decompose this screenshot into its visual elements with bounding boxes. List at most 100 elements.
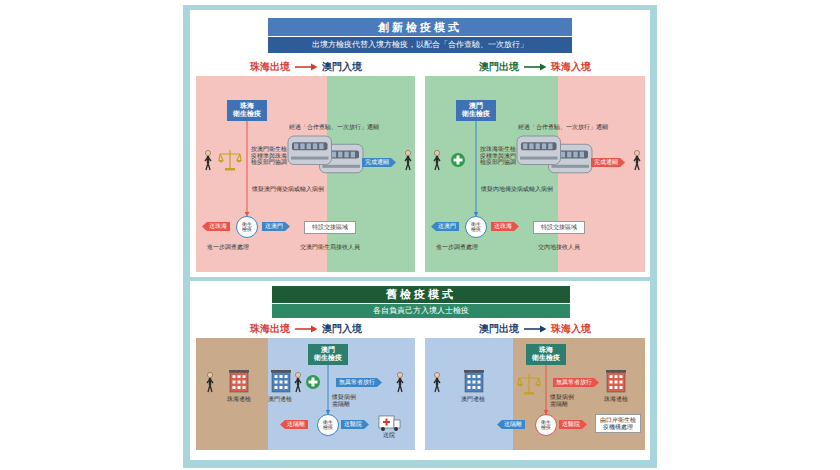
arrow-fill	[491, 222, 519, 231]
cross-bar	[457, 156, 460, 165]
train-icon	[517, 136, 592, 173]
ambulance-cab	[394, 420, 400, 428]
scales-base	[524, 392, 534, 395]
person-limbs	[207, 379, 213, 392]
edge-label: 懷疑澳門傳染病或輸入病例	[252, 186, 322, 193]
header-arrow	[523, 325, 547, 333]
flow-panel: 澳門出境珠海入境珠海 衛生檢疫無異常者放行衛生 檢疫送隔離送醫院由口岸衛生檢疫機…	[425, 338, 645, 450]
building-body	[230, 372, 248, 392]
checkpoint-building	[229, 370, 249, 392]
note-label: 澳門邊檢	[265, 396, 295, 403]
node-text: 出境方檢疫代替入境方檢疫，以配合「合作查驗、一次放行」	[312, 40, 528, 50]
train-window	[561, 152, 565, 158]
handover-box: 由口岸衛生檢疫機構處理	[595, 414, 641, 433]
person-limbs	[434, 379, 440, 392]
node-text: 送澳門	[265, 223, 283, 230]
building-window	[243, 375, 246, 378]
building-window	[285, 375, 288, 378]
person-head	[434, 150, 439, 155]
building-roof	[464, 370, 484, 373]
person-head	[434, 372, 439, 377]
person-limbs	[634, 157, 640, 170]
flow-panel: 澳門出境珠海入境澳門 衛生檢疫完成通關衛生 檢疫送澳門送珠海特設交接區域經過「合…	[425, 76, 645, 272]
note-label: 按珠海衛生檢疫標準與澳門檢疫部門協調	[480, 146, 516, 166]
ambulance-cross	[386, 419, 388, 426]
building-window	[610, 381, 613, 384]
building-window	[233, 375, 236, 378]
node-text: 衛生 檢疫	[470, 222, 482, 233]
health-cross-icon	[451, 153, 465, 167]
train-window	[548, 143, 552, 149]
building-window	[275, 386, 278, 389]
train-window	[573, 152, 577, 158]
person-icon	[434, 150, 440, 170]
note-label: 按澳門衛生檢疫標準與珠海檢疫部門協調	[251, 146, 287, 166]
node-text: 完成通關	[365, 159, 389, 166]
transfer-arrow: 送澳門	[431, 222, 459, 231]
ambulance-wheel	[394, 427, 398, 431]
transfer-arrow: 送珠海	[202, 222, 230, 231]
train-window	[300, 143, 304, 149]
node-text: 特設交接區域	[307, 224, 353, 231]
building-window	[238, 381, 241, 384]
train-window	[313, 143, 317, 149]
building-window	[615, 386, 618, 389]
title-band: 創新檢疫模式	[268, 18, 572, 36]
train-window	[294, 143, 298, 149]
building-window	[280, 381, 283, 384]
train-window	[542, 143, 546, 149]
ambulance-wheel	[381, 427, 385, 431]
building-roof	[606, 370, 626, 373]
train-car	[517, 136, 561, 165]
building-window	[610, 386, 613, 389]
edge-label: 懷疑病例 需隔離	[550, 394, 582, 407]
note-label: 交內地接收人員	[521, 244, 597, 251]
building-window	[233, 386, 236, 389]
panel-header: 珠海出境澳門入境	[196, 322, 415, 336]
person-head	[405, 150, 410, 155]
person-limbs	[434, 157, 440, 170]
transfer-arrow: 送隔離	[280, 420, 308, 429]
building-window	[233, 381, 236, 384]
building-window	[275, 375, 278, 378]
node-text: 特設交接區域	[536, 224, 582, 231]
train-window	[307, 143, 311, 149]
building-window	[280, 386, 283, 389]
building-window	[468, 386, 471, 389]
node-text: 珠海 衛生檢疫	[229, 102, 265, 119]
node-text: 珠海 衛生檢疫	[528, 346, 564, 363]
release-arrow: 無異常者放行	[553, 378, 599, 387]
handover-box: 特設交接區域	[533, 221, 585, 234]
transfer-arrow: 送珠海	[491, 222, 519, 231]
note-label: 經過「合作查驗、一次放行」通關	[513, 124, 613, 131]
node-text: 送珠海	[209, 223, 227, 230]
building-window	[280, 375, 283, 378]
node-text: 珠海入境	[551, 323, 591, 336]
header-arrow-line	[524, 328, 542, 330]
header-arrow-line	[295, 328, 313, 330]
node-text: 衛生 檢疫	[241, 222, 253, 233]
health-cross-icon	[306, 375, 320, 389]
person-head	[205, 150, 210, 155]
scales-base	[225, 168, 235, 171]
building-window	[610, 375, 613, 378]
panel-header: 珠海出境澳門入境	[196, 60, 415, 74]
building-body	[272, 372, 290, 392]
node-text: 澳門出境	[479, 323, 519, 336]
person-icon	[397, 372, 403, 392]
building-roof	[271, 370, 291, 373]
node-text: 澳門入境	[322, 323, 362, 336]
note-label: 交澳門衛生局接收人員	[292, 244, 368, 251]
person-limbs	[405, 157, 411, 170]
unit-circle: 衛生 檢疫	[317, 414, 339, 436]
building-window	[238, 375, 241, 378]
unit-circle: 衛生 檢疫	[465, 216, 487, 238]
building-window	[285, 381, 288, 384]
node-text: 送隔離	[504, 421, 522, 428]
node-text: 澳門出境	[479, 61, 519, 74]
checkpoint-building	[271, 370, 291, 392]
transfer-arrow: 送醫院	[341, 420, 369, 429]
train-car	[288, 136, 332, 165]
building-body	[465, 372, 483, 392]
person-head	[634, 150, 639, 155]
